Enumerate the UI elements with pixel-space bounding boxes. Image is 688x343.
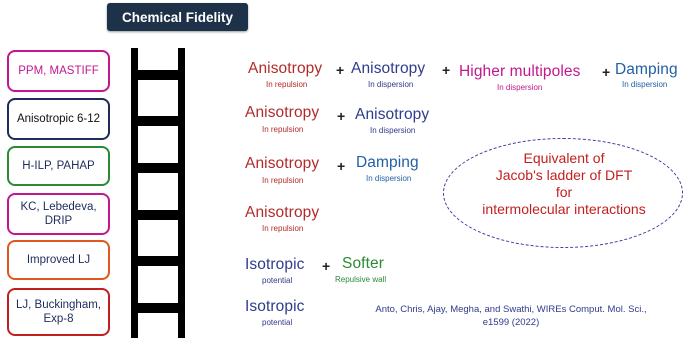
level6-isotropic: Isotropic (245, 298, 305, 315)
plus-sign: + (442, 62, 451, 78)
level2-repulsion-note: In repulsion (262, 125, 304, 134)
level4-anisotropy-repulsion: Anisotropy (245, 204, 320, 221)
method-box-improved-lj: Improved LJ (7, 240, 110, 280)
level5-repulsive-wall-note: Repulsive wall (335, 275, 387, 284)
level1-anisotropy-repulsion: Anisotropy (248, 60, 323, 77)
method-label: KC, Lebedeva, DRIP (20, 201, 97, 227)
level1-multipoles-note: In dispersion (497, 83, 543, 92)
citation: Anto, Chris, Ajay, Megha, and Swathi, WI… (346, 303, 676, 329)
plus-sign: + (322, 258, 331, 274)
level3-repulsion-note: In repulsion (262, 176, 304, 185)
level1-repulsion-note: In repulsion (266, 80, 308, 89)
ellipse-line: Jacob's ladder of DFT (495, 167, 633, 183)
ladder-rail-right (178, 48, 185, 338)
ellipse-line: Equivalent of (523, 150, 605, 166)
plus-sign: + (337, 158, 346, 174)
dft-ladder-text: Equivalent of Jacob's ladder of DFT for … (449, 150, 679, 218)
ellipse-line: for (555, 184, 573, 200)
method-label: Improved LJ (26, 254, 91, 266)
level4-repulsion-note: In repulsion (262, 224, 304, 233)
citation-line: Anto, Chris, Ajay, Megha, and Swathi, WI… (375, 304, 647, 315)
plus-sign: + (337, 108, 346, 124)
method-box-anisotropic: Anisotropic 6-12 (7, 98, 110, 140)
dft-ladder-ellipse (443, 138, 683, 248)
level1-dispersion-note: In dispersion (368, 80, 414, 89)
method-label: LJ, Buckingham, Exp-8 (15, 299, 101, 325)
title-label: Chemical Fidelity (121, 9, 234, 25)
level1-anisotropy-dispersion: Anisotropy (351, 60, 426, 77)
method-label: PPM, MASTIFF (18, 65, 99, 77)
level2-anisotropy-repulsion: Anisotropy (245, 104, 320, 121)
level2-dispersion-note: In dispersion (370, 126, 416, 135)
level2-anisotropy-dispersion: Anisotropy (355, 106, 430, 123)
method-label: H-ILP, PAHAP (22, 160, 95, 172)
level3-damping-note: In dispersion (366, 174, 412, 183)
ladder-rung (136, 256, 182, 266)
ladder-rung (136, 70, 182, 80)
method-box-kc: KC, Lebedeva, DRIP (7, 193, 110, 235)
level1-higher-multipoles: Higher multipoles (459, 63, 581, 80)
level3-anisotropy-repulsion: Anisotropy (245, 155, 320, 172)
level5-softer: Softer (342, 255, 384, 272)
ladder-rung (136, 163, 182, 173)
ladder-rail-left (131, 48, 138, 338)
level6-potential-note: potential (262, 318, 293, 327)
ellipse-line: intermolecular interactions (482, 201, 646, 217)
level5-potential-note: potential (262, 276, 293, 285)
method-box-lj: LJ, Buckingham, Exp-8 (7, 288, 110, 336)
method-box-hilp: H-ILP, PAHAP (7, 146, 110, 186)
plus-sign: + (336, 62, 345, 78)
level1-damping-note: In dispersion (622, 80, 668, 89)
title-box: Chemical Fidelity (107, 3, 248, 31)
method-label: Anisotropic 6-12 (16, 113, 101, 125)
ladder-rung (136, 210, 182, 220)
ladder-rung (136, 116, 182, 126)
level1-damping: Damping (615, 61, 678, 78)
citation-line: e1599 (2022) (482, 317, 540, 328)
method-box-ppm: PPM, MASTIFF (7, 50, 110, 92)
ladder-rung (136, 303, 182, 313)
level5-isotropic: Isotropic (245, 256, 305, 273)
level3-damping: Damping (356, 154, 419, 171)
plus-sign: + (602, 64, 611, 80)
